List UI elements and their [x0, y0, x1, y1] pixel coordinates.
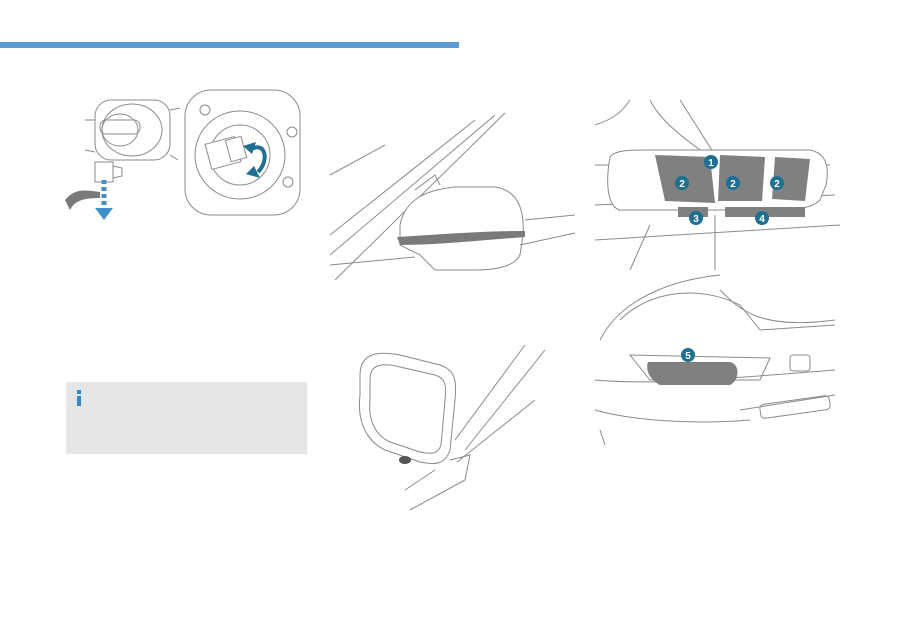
- rotate-arrow-icon: [243, 142, 267, 178]
- svg-text:2: 2: [679, 179, 685, 190]
- callout-5: 5: [681, 348, 695, 362]
- side-repeater-lamp: [397, 231, 525, 245]
- svg-text:4: 4: [759, 214, 765, 225]
- door-mirror-repeater-illustration: [325, 105, 580, 290]
- callout-2c: 2: [770, 176, 784, 190]
- callout-1: 1: [704, 155, 718, 169]
- svg-text:5: 5: [685, 351, 691, 362]
- svg-text:3: 3: [693, 214, 699, 225]
- fog-lamp-bulb-illustration: [60, 80, 310, 240]
- info-icon: [74, 388, 84, 408]
- pull-down-arrow-icon: [95, 180, 113, 220]
- callout-2a: 2: [675, 176, 689, 190]
- section-header-bar: [0, 42, 459, 48]
- svg-text:2: 2: [774, 179, 780, 190]
- svg-text:1: 1: [708, 158, 714, 169]
- puddle-lamp: [399, 456, 411, 464]
- rear-bumper-illustration: 5: [590, 270, 840, 445]
- rear-lamps-illustration: 1 2 2 2 3 4: [590, 95, 840, 270]
- callout-2b: 2: [726, 176, 740, 190]
- info-box: [66, 382, 307, 454]
- svg-text:2: 2: [730, 179, 736, 190]
- door-mirror-underside-illustration: [345, 340, 555, 515]
- callout-3: 3: [689, 211, 703, 225]
- callout-4: 4: [755, 211, 769, 225]
